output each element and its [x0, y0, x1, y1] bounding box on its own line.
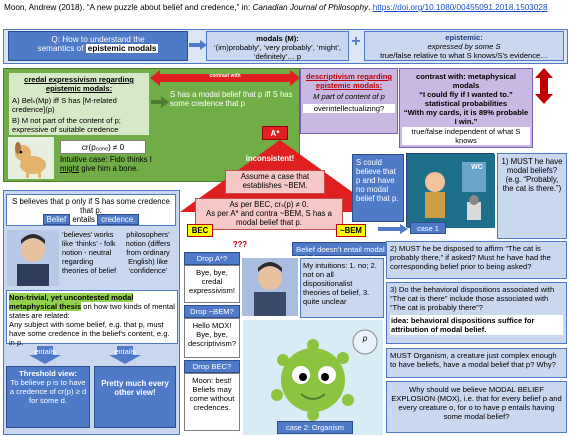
epistemic-head: epistemic: — [445, 33, 483, 42]
per-bec: As per BEC, crₛ(p) ≠ 0. — [229, 200, 309, 209]
arrow-down-left — [15, 346, 75, 364]
case1-label: case 1 — [410, 222, 446, 234]
citation-journal: Canadian Journal of Philosophy — [252, 3, 369, 12]
idea-text: idea: behavioral dispositions suffice fo… — [390, 315, 563, 335]
arrow-down-right — [95, 346, 155, 364]
epistemic-line3: true/false relative to what S knows/S's … — [380, 51, 548, 60]
man-with-cat-icon — [407, 154, 495, 228]
s-believes-text: S believes that p only if S has some cre… — [12, 197, 170, 215]
descriptivism-body: M part of content of p — [313, 92, 385, 101]
person-portrait-icon-2 — [254, 262, 286, 316]
astar-label: A* — [262, 126, 288, 140]
arrow-right-2 — [151, 96, 169, 108]
drop-bec-body: Moon: best! Beliefs may come without cre… — [184, 373, 240, 431]
citation-sep: . — [368, 3, 373, 12]
must3-box: 3) Do the behavioral dispositions associ… — [386, 282, 567, 344]
bec-label: BEC — [187, 224, 213, 237]
s-believes-box: S believes that p only if S has some cre… — [6, 194, 176, 226]
must3-text: 3) Do the behavioral dispositions associ… — [390, 285, 555, 312]
s-could-box: S could believe that p and have no modal… — [352, 154, 404, 222]
must1-box: 1) MUST he have modal beliefs? (e.g. “Pr… — [497, 153, 567, 239]
cr-box: cr(p₀ₒₙₑ) ≠ 0 — [60, 140, 146, 154]
dog-picture — [8, 137, 54, 179]
pretty-much-box: Pretty much every other view! — [94, 366, 176, 428]
statistical-head: statistical probabilities — [424, 99, 508, 108]
entails-word: entails — [72, 215, 95, 224]
believes-works-box: ‘believes’ works like ‘thinks’ - folk no… — [62, 230, 117, 286]
assume-box: Assume a case that establishes ~BEM. — [225, 170, 325, 194]
citation-doi-link[interactable]: https://doi.org/10.1080/00455091.2018.15… — [372, 3, 548, 12]
drop-bec-label: Drop BEC? — [184, 360, 240, 373]
descriptivism-box: descriptivism regarding epistemic modals… — [300, 68, 398, 134]
philosophers-box: philosophers’ notion (differs from ordin… — [119, 230, 177, 286]
credence-word: credence. — [97, 214, 140, 225]
wc-label: WC — [471, 164, 483, 171]
inconsistent-label: inconsistent! — [245, 154, 295, 163]
per-a: As per A* and contra ~BEM, S has a modal… — [206, 209, 332, 227]
red-vertical-arrow — [535, 68, 553, 104]
non-trivial-rest: on how two kinds of mental states are re… — [9, 302, 175, 320]
modals-head: modals (M): — [256, 34, 299, 43]
credal-a: A) Belₛ(Mp) iff S has [M-related credenc… — [12, 96, 117, 114]
epistemic-line2: expressed by some S — [427, 42, 501, 51]
citation-authors: Moon, Andrew (2018). “A new puzzle about… — [4, 3, 253, 12]
entails-right: entails — [114, 347, 136, 356]
case1-picture: WC — [406, 153, 495, 228]
organism-icon — [271, 329, 378, 421]
intuitive-case: Intuitive case: Fido thinks I might give… — [60, 155, 152, 181]
epistemic-box: epistemic: expressed by some S true/fals… — [364, 31, 564, 61]
metaphysical-head: contrast with: metaphysical modals — [415, 72, 516, 90]
threshold-box: Threshold view: To believe p is to have … — [6, 366, 90, 428]
plus-icon: + — [351, 33, 361, 50]
metaphysical-box: contrast with: metaphysical modals “I co… — [399, 68, 533, 148]
qqq-label: ??? — [232, 240, 248, 249]
contrast-with-label: contrast with — [209, 73, 241, 79]
intuitive-text: Intuitive case: Fido thinks I — [60, 155, 152, 164]
drop-a-body: Bye, bye, credal expressivism! — [184, 265, 240, 303]
contrast-arrow — [150, 70, 300, 86]
organism-p-label: p — [362, 334, 368, 343]
drop-a-label: Drop A*? — [184, 252, 240, 265]
threshold-body: To believe p is to have a credence of cr… — [9, 378, 87, 405]
portrait-picture — [7, 230, 59, 286]
overintellectualizing: overintellectualizing? — [303, 104, 395, 113]
non-trivial-box: Non-trivial, yet uncontested modal metap… — [6, 290, 178, 347]
question-line2: semantics of — [37, 44, 84, 53]
might-word: might — [60, 164, 80, 173]
must2-box: 2) MUST he be disposed to affirm “The ca… — [386, 241, 567, 279]
entails-left: entails — [34, 347, 56, 356]
question-line1: Q: How to understand the — [51, 35, 145, 44]
question-box: Q: How to understand the semantics of ep… — [8, 31, 188, 61]
s-has-modal-belief: S has a modal belief that p iff S has so… — [170, 90, 293, 108]
modals-box: modals (M): ‘(im)probably’, ‘very probab… — [206, 31, 349, 61]
organism-picture: p case 2: Organism — [243, 320, 383, 435]
case2-label: case 2: Organism — [277, 421, 353, 434]
give-text: give him a bone. — [81, 164, 139, 173]
arrow-to-case1 — [378, 224, 408, 234]
nbem-label: ~BEM — [336, 224, 366, 237]
credal-title: credal expressivism regarding epistemic … — [24, 75, 134, 93]
descriptivism-title: descriptivism regarding epistemic modals… — [305, 72, 393, 90]
arrow-right-1 — [189, 40, 207, 50]
credal-box: credal expressivism regarding epistemic … — [8, 72, 150, 136]
citation-line: Moon, Andrew (2018). “A new puzzle about… — [4, 3, 569, 15]
drop-bem-body: Hello MOX! Bye, bye, descriptivism? — [184, 318, 240, 358]
question-term: epistemic modals — [85, 44, 159, 53]
dog-icon — [15, 142, 46, 178]
organism-question-box: MUST Organism, a creature just complex e… — [386, 348, 567, 378]
drop-bem-label: Drop ~BEM? — [184, 305, 240, 318]
mox-question-box: Why should we believe MODAL BELIEF EXPLO… — [386, 381, 567, 433]
modals-list: ‘(im)probably’, ‘very probably’, ‘might’… — [213, 43, 342, 61]
credal-b: B) M not part of the content of p; expre… — [12, 116, 121, 134]
person-portrait-icon — [17, 234, 49, 286]
metaphysical-quote: “I could fly if I wanted to.” — [419, 90, 513, 99]
statistical-quote: “With my cards, it is 89% probable I win… — [403, 108, 529, 126]
intuitions-portrait — [242, 258, 298, 316]
metaphysical-tf: true/false independent of what S knows — [402, 127, 530, 145]
any-subject: Any subject with some belief, e.g. that … — [9, 320, 170, 347]
intuitions-box: My intuitions: 1. no; 2. not on all disp… — [300, 258, 384, 318]
belief-word: Belief — [42, 214, 71, 225]
threshold-head: Threshold view: — [19, 369, 77, 378]
per-box: As per BEC, crₛ(p) ≠ 0. As per A* and co… — [195, 198, 343, 230]
